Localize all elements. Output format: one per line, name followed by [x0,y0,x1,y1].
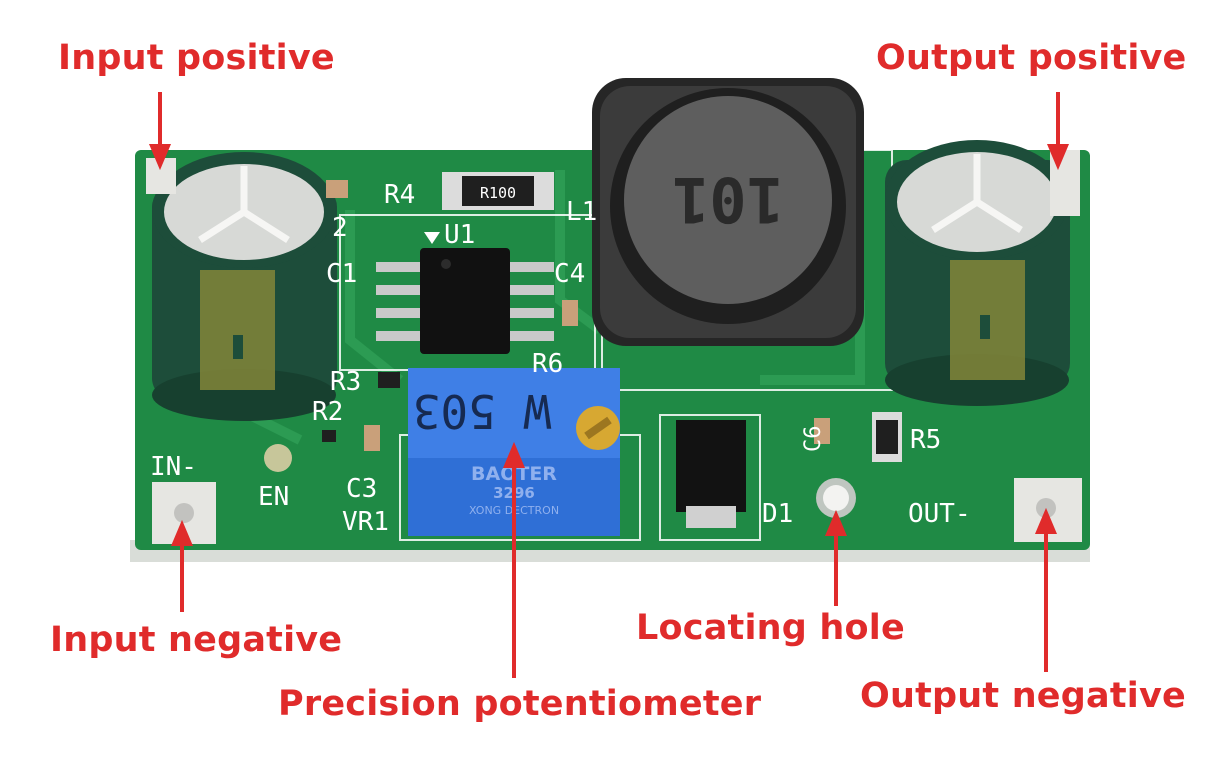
silk-c1: C1 [326,259,357,289]
capacitor-c6 [814,418,830,444]
label-output-positive: Output positive [876,38,1187,78]
capacitor-output [885,140,1070,406]
label-locating-hole: Locating hole [636,608,905,648]
silk-u1: U1 [444,220,475,250]
arrowhead-input-negative [170,519,194,546]
label-precision-potentiometer: Precision potentiometer [278,684,762,724]
silk-vr1: VR1 [342,507,389,537]
silk-c4: C4 [554,259,585,289]
resistor-r3 [378,372,400,388]
label-input-positive: Input positive [58,38,335,78]
silk-c2: 2 [332,213,348,243]
inductor-marking: 101 [672,163,784,236]
resistor-r4: R100 [442,172,554,210]
resistor-r4-marking: R100 [480,184,516,202]
arrowhead-input-positive [148,144,172,171]
ic-u1 [376,232,554,354]
silk-in-minus: IN- [150,452,197,482]
silk-c3: C3 [346,474,377,504]
silk-r4: R4 [384,180,415,210]
silk-r6: R6 [532,349,563,379]
silk-r5: R5 [910,425,941,455]
capacitor-c2 [326,180,348,198]
capacitor-c3 [364,425,380,451]
arrowhead-locating-hole [824,509,848,536]
arrowhead-output-positive [1046,144,1070,171]
capacitor-c1 [152,152,337,421]
silk-r3: R3 [330,367,361,397]
silk-out-minus: OUT- [908,499,971,529]
callout-arrows [148,92,1070,678]
potentiometer-marking: W 503 [413,384,551,438]
capacitor-c4 [562,300,578,326]
silk-l1: L1 [566,197,597,227]
arrowhead-precision-potentiometer [502,441,526,468]
en-pad [264,444,292,472]
inductor-l1: 101 [592,78,864,346]
resistor-r5 [872,412,902,462]
resistor-r2 [322,430,336,442]
silk-d1: D1 [762,499,793,529]
silk-c6: C6 [801,426,826,453]
arrowhead-output-negative [1034,507,1058,534]
diode-d1 [676,420,746,528]
label-input-negative: Input negative [50,620,343,660]
silk-r2: R2 [312,397,343,427]
label-output-negative: Output negative [860,676,1186,716]
silk-en: EN [258,482,289,512]
